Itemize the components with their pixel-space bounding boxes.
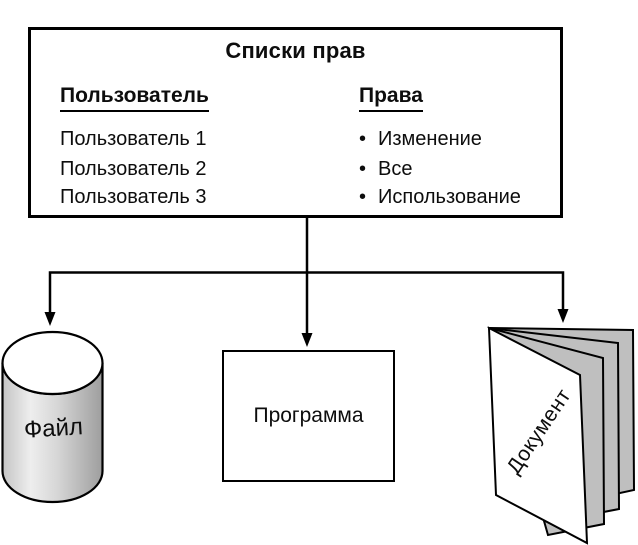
users-column-header: Пользователь bbox=[60, 85, 209, 112]
connector-lines bbox=[48, 218, 565, 338]
arrowhead-program bbox=[301, 333, 313, 347]
right-list-item: • Изменение bbox=[359, 129, 482, 149]
program-box: Программа bbox=[222, 350, 395, 482]
user-list-item: Пользователь 3 bbox=[60, 186, 207, 208]
right-list-item-label: Изменение bbox=[378, 128, 482, 150]
right-list-item-label: Все bbox=[378, 158, 413, 180]
arrowhead-document bbox=[557, 309, 569, 323]
bullet-icon: • bbox=[359, 186, 367, 208]
bullet-icon: • bbox=[359, 128, 367, 150]
acl-box-title: Списки прав bbox=[225, 38, 366, 63]
connector-branch bbox=[48, 271, 565, 316]
acl-box: Списки прав Пользователь Пользователь 1 … bbox=[28, 27, 563, 218]
rights-column-header: Права bbox=[359, 85, 423, 112]
document-pages bbox=[487, 326, 636, 545]
file-cylinder bbox=[1, 330, 104, 504]
bullet-icon: • bbox=[359, 158, 367, 180]
right-list-item-label: Использование bbox=[378, 186, 521, 208]
right-list-item: • Использование bbox=[359, 187, 521, 207]
user-list-item: Пользователь 1 bbox=[60, 128, 207, 150]
right-list-item: • Все bbox=[359, 159, 412, 179]
document-page-front bbox=[487, 326, 589, 545]
arrowhead-file bbox=[44, 312, 56, 326]
arrowheads bbox=[44, 309, 569, 347]
program-label: Программа bbox=[253, 404, 364, 427]
user-list-item: Пользователь 2 bbox=[60, 158, 207, 180]
file-cylinder-top bbox=[1, 330, 104, 396]
